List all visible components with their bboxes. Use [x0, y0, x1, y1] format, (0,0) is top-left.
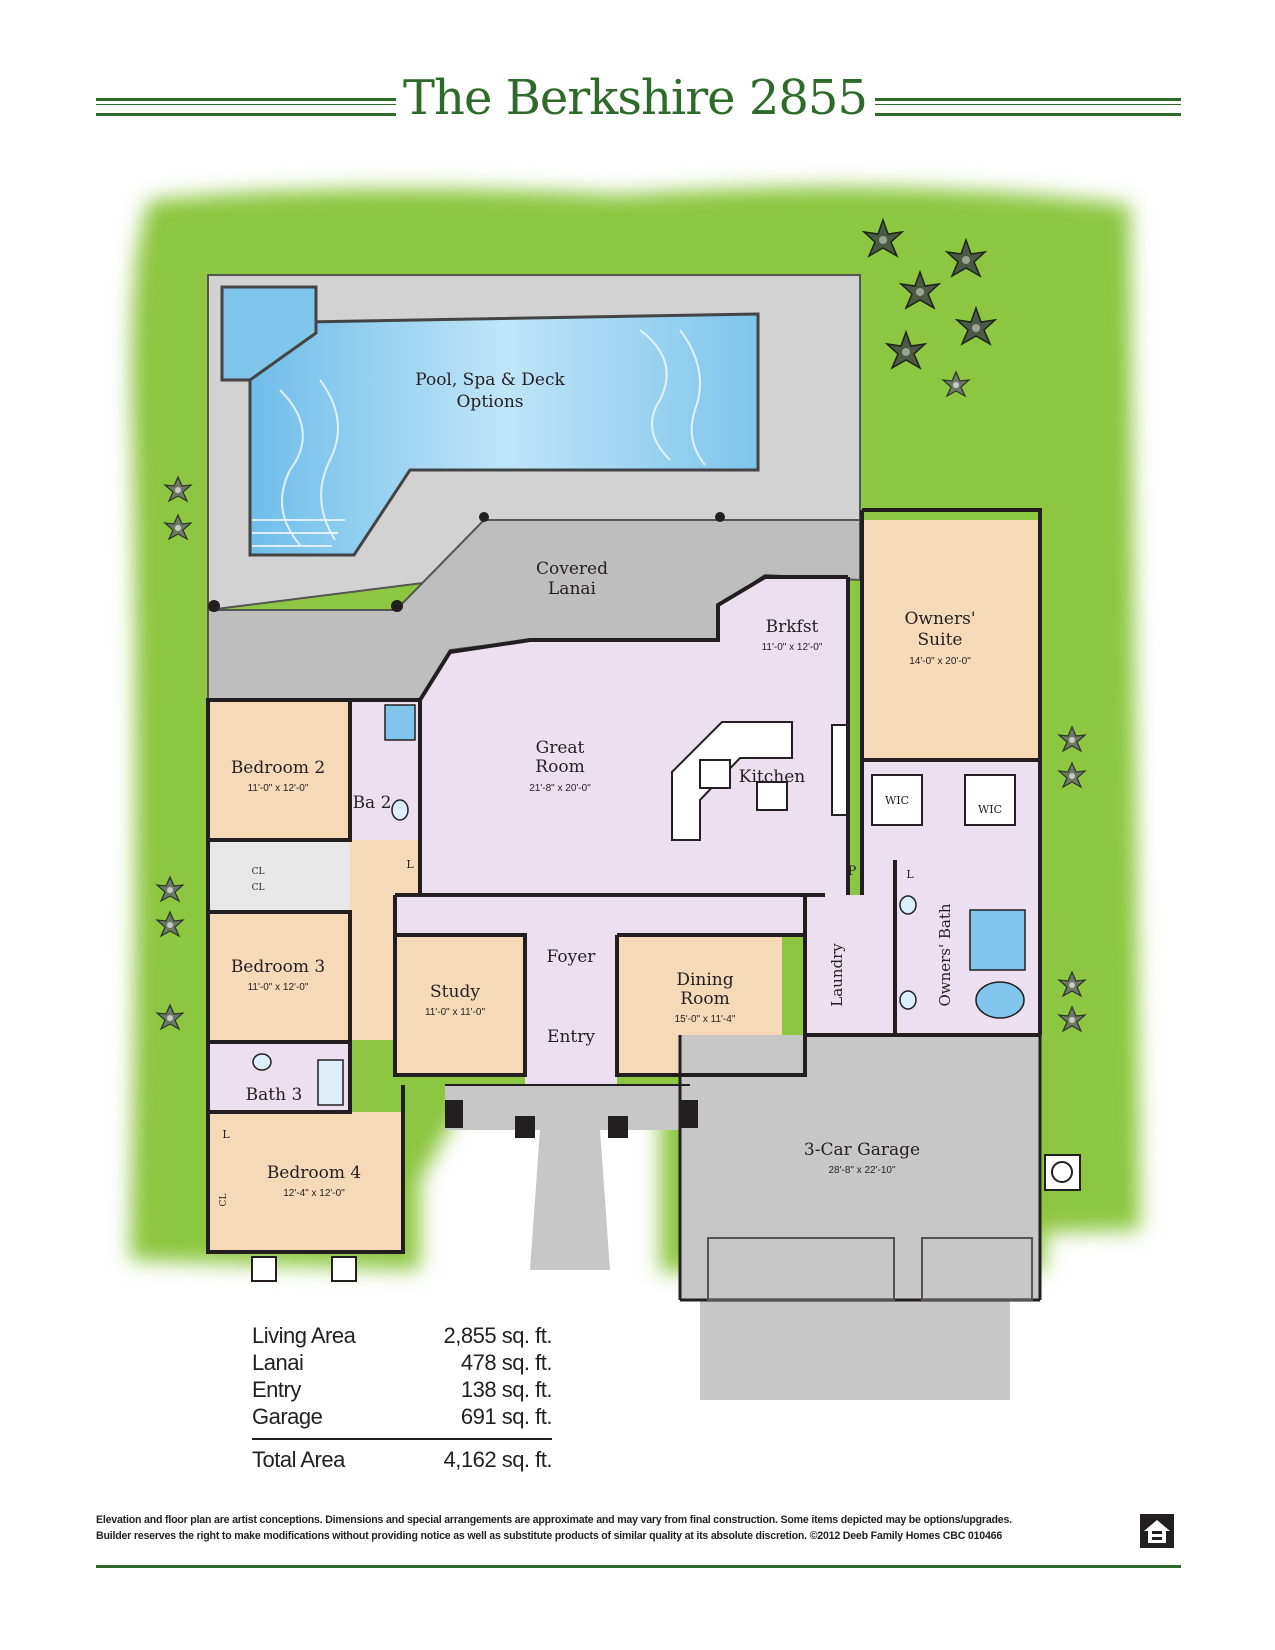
great-room-floor — [420, 577, 848, 895]
lanai-label-2: Lanai — [548, 579, 597, 599]
owners-suite-dims: 14'-0" x 20'-0" — [909, 656, 971, 667]
closet-label: CL — [252, 867, 265, 877]
laundry-label: Laundry — [828, 943, 846, 1007]
entry-label: Entry — [547, 1027, 595, 1047]
disclaimer-line: Builder reserves the right to make modif… — [96, 1530, 1003, 1542]
pool-label: Pool, Spa & Deck — [415, 370, 565, 390]
garage-dims: 28'-8" x 22'-10" — [828, 1165, 896, 1176]
dining-label: Dining — [676, 970, 733, 990]
closet-label: CL — [219, 1194, 229, 1207]
bedroom4-floor — [208, 1112, 403, 1252]
closet-row-floor — [208, 840, 350, 912]
garage-floor — [680, 1035, 1040, 1300]
study-label: Study — [430, 982, 480, 1002]
area-label: Living Area — [252, 1323, 356, 1348]
area-value: 691 sq. ft. — [460, 1404, 553, 1429]
spa — [220, 285, 318, 382]
porch-step-right — [331, 1256, 357, 1282]
bedroom3-dims: 11'-0" x 12'-0" — [248, 982, 309, 993]
pool — [248, 312, 760, 557]
page-title: The Berkshire 2855 — [403, 70, 868, 126]
kitchen-island — [671, 721, 849, 841]
bedroom4-label: Bedroom 4 — [267, 1163, 361, 1183]
dining-label-2: Room — [680, 989, 729, 1009]
bottom-rule — [96, 1565, 1181, 1568]
disclaimer-line: Elevation and floor plan are artist conc… — [96, 1514, 1012, 1526]
area-label: Garage — [252, 1404, 323, 1429]
area-value: 138 sq. ft. — [460, 1377, 553, 1402]
wall-posts — [445, 1100, 698, 1138]
area-row: Living Area 2,855 sq. ft. — [252, 1322, 553, 1349]
area-row: Entry 138 sq. ft. — [252, 1376, 553, 1403]
great-room-label: Great — [536, 738, 585, 758]
ba2-label: Ba 2 — [353, 793, 392, 813]
great-room-dims: 21'-8" x 20'-0" — [529, 783, 591, 794]
study-dims: 11'-0" x 11'-0" — [425, 1007, 485, 1018]
brkfst-dims: 11'-0" x 12'-0" — [762, 642, 823, 653]
pool-water-lines — [252, 329, 706, 547]
porch-step-left — [251, 1256, 277, 1282]
wic2-label: WIC — [978, 803, 1002, 816]
driveway — [700, 1300, 1010, 1400]
garage-label: 3-Car Garage — [804, 1140, 920, 1160]
bedroom2-dims: 11'-0" x 12'-0" — [248, 783, 309, 794]
owners-suite-label: Owners' — [904, 609, 975, 629]
ac-unit — [1044, 1154, 1081, 1191]
disclaimer: Elevation and floor plan are artist conc… — [96, 1512, 1136, 1544]
linen-label: L — [222, 1128, 230, 1141]
bedroom4-dims: 12'-4" x 12'-0" — [283, 1188, 345, 1199]
area-table: Living Area 2,855 sq. ft. Lanai 478 sq. … — [252, 1322, 553, 1473]
area-row: Garage 691 sq. ft. — [252, 1403, 553, 1430]
bath3-label: Bath 3 — [246, 1085, 303, 1105]
title-rule-left — [96, 98, 396, 116]
owners-closets — [871, 774, 1016, 826]
brkfst-label: Brkfst — [766, 617, 819, 637]
bedroom3-label: Bedroom 3 — [231, 957, 325, 977]
title-bar: The Berkshire 2855 — [0, 70, 1275, 140]
kitchen-label: Kitchen — [739, 767, 805, 787]
great-room-label-2: Room — [535, 757, 584, 777]
pool-label-2: Options — [457, 392, 524, 412]
owners-suite-floor — [862, 520, 1040, 760]
entry-walk — [530, 1130, 610, 1270]
closet-label: CL — [252, 883, 265, 893]
wic1-label: WIC — [885, 794, 909, 807]
bath-fixtures — [252, 704, 1026, 1106]
bedroom2-label: Bedroom 2 — [231, 758, 325, 778]
total-area-value: 4,162 sq. ft. — [443, 1447, 553, 1472]
lanai-label: Covered — [536, 559, 608, 579]
area-value: 478 sq. ft. — [460, 1350, 553, 1375]
title-rule-right — [875, 98, 1181, 116]
linen-label: L — [406, 858, 414, 871]
area-value: 2,855 sq. ft. — [443, 1323, 553, 1348]
pantry-label: P — [848, 864, 857, 879]
linen-label: L — [906, 868, 914, 881]
bedroom2-floor — [208, 700, 350, 840]
entry-porch — [445, 1085, 690, 1130]
area-label: Entry — [252, 1377, 301, 1402]
owners-bath-label: Owners' Bath — [936, 903, 954, 1006]
bedroom3-floor — [208, 912, 350, 1042]
equal-housing-icon — [1140, 1514, 1174, 1548]
foyer-floor — [395, 895, 825, 935]
area-label: Lanai — [252, 1350, 304, 1375]
laundry-floor — [805, 895, 895, 1035]
total-area-label: Total Area — [252, 1447, 345, 1472]
area-row: Lanai 478 sq. ft. — [252, 1349, 553, 1376]
owners-suite-label-2: Suite — [918, 630, 963, 650]
entry-floor — [525, 935, 617, 1085]
total-area-row: Total Area 4,162 sq. ft. — [252, 1438, 553, 1473]
foyer-label: Foyer — [547, 947, 597, 967]
garage-doors — [707, 1237, 1033, 1301]
study-floor — [395, 935, 525, 1075]
room-labels: Pool, Spa & Deck Options Covered Lanai B… — [219, 370, 1002, 1206]
dining-dims: 15'-0" x 11'-4" — [675, 1014, 736, 1025]
